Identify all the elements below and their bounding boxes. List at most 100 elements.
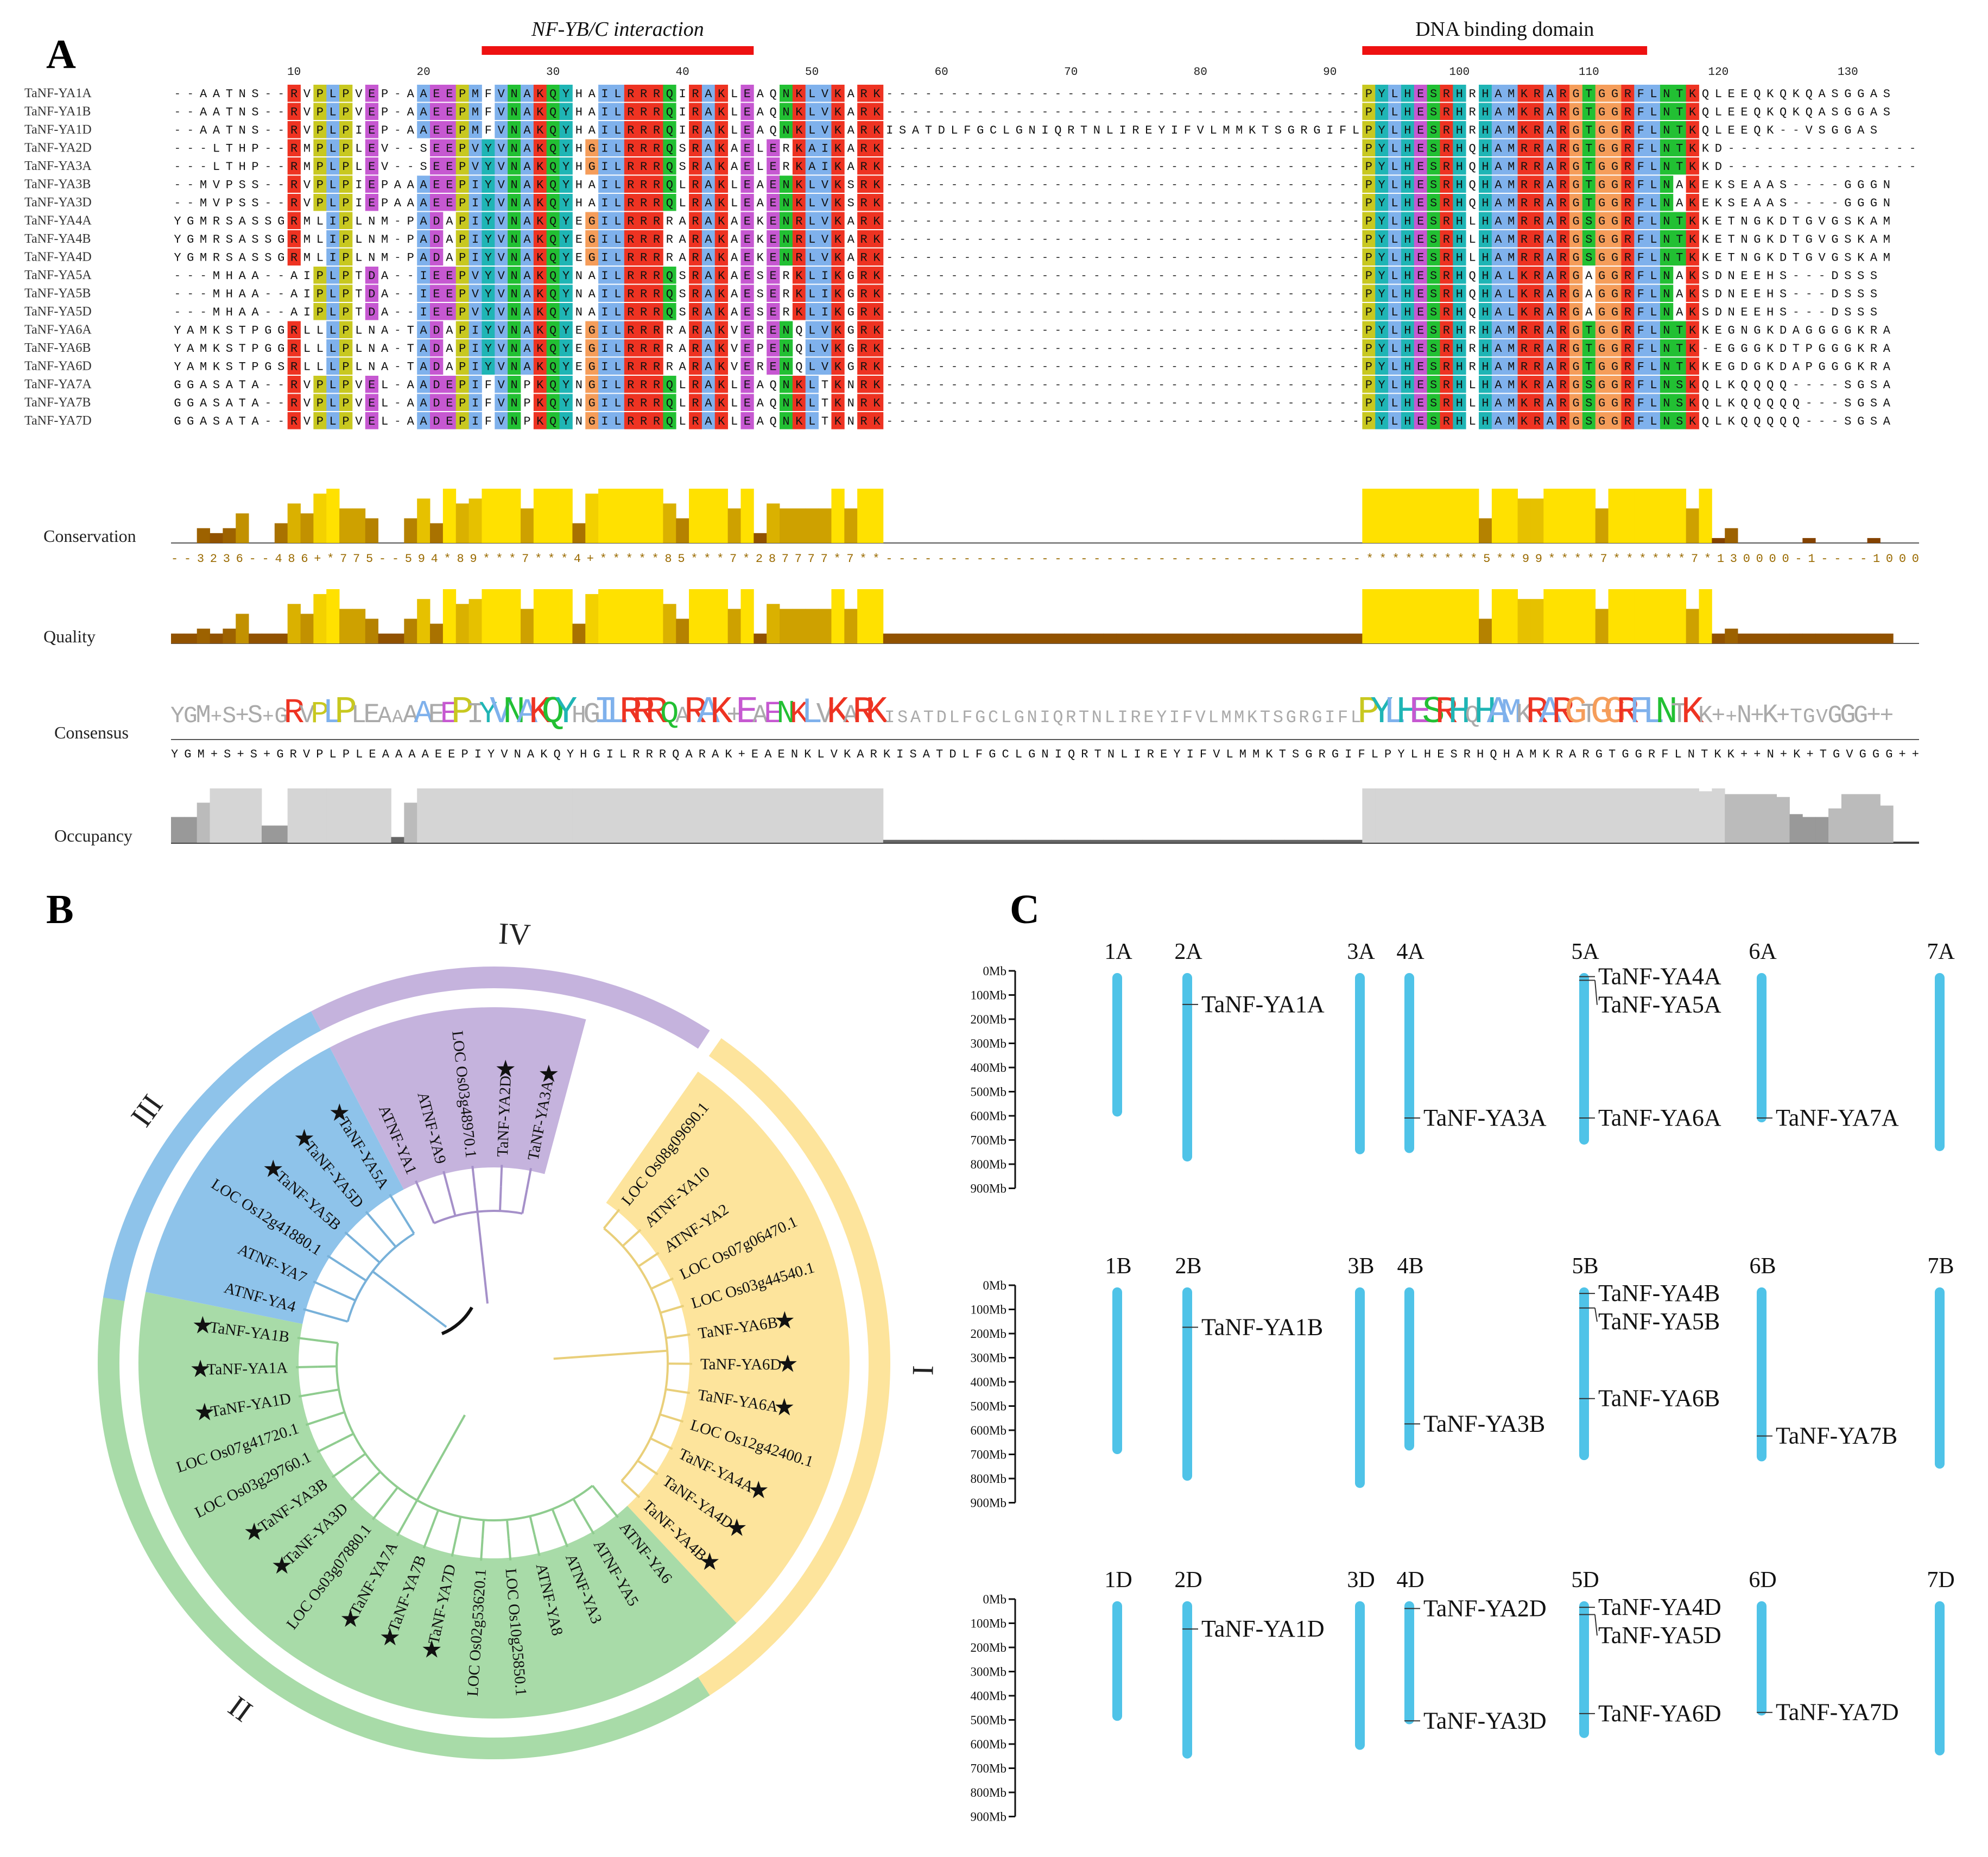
residue-char: L	[731, 197, 738, 210]
gap-char: -	[1119, 324, 1126, 337]
ruler-tick-label: 80	[1194, 66, 1207, 79]
residue-char: S	[679, 306, 686, 319]
residue-char: A	[731, 215, 738, 229]
residue-char: N	[575, 397, 583, 410]
residue-char: A	[588, 197, 596, 210]
residue-char: F	[1637, 415, 1644, 428]
logo-letter: I	[884, 708, 895, 728]
residue-char: K	[873, 288, 881, 301]
residue-char: A	[523, 106, 531, 119]
sequence-name: TaNF-YA5A	[24, 268, 92, 282]
residue-char: Q	[795, 324, 802, 338]
residue-shade	[1530, 103, 1544, 120]
residue-char: A	[1547, 361, 1554, 374]
residue-char: A	[1793, 361, 1800, 374]
residue-shade	[1634, 248, 1648, 266]
residue-shade	[468, 157, 482, 175]
residue-shade	[430, 103, 444, 120]
gap-char: -	[990, 306, 997, 319]
residue-shade	[650, 85, 663, 102]
gap-char: -	[938, 415, 945, 428]
residue-char: Q	[1753, 378, 1761, 392]
gap-char: -	[1119, 197, 1126, 210]
residue-shade	[1375, 194, 1389, 211]
residue-char: S	[1844, 397, 1851, 410]
tip-branch	[331, 1463, 351, 1479]
residue-char: N	[782, 124, 789, 137]
residue-char: R	[860, 124, 867, 137]
residue-char: V	[1819, 251, 1826, 265]
residue-shade	[1401, 212, 1415, 229]
residue-char: R	[1521, 361, 1528, 374]
residue-shade	[1375, 248, 1389, 266]
residue-shade	[442, 157, 457, 175]
sequence-name: TaNF-YA2D	[24, 141, 92, 155]
occupancy-bar	[1232, 839, 1246, 843]
gap-char: -	[187, 142, 194, 155]
residue-char: R	[692, 233, 699, 247]
residue-char: P	[316, 106, 324, 119]
residue-char: P	[342, 215, 349, 229]
residue-shade	[611, 103, 625, 120]
residue-char: R	[627, 215, 634, 229]
residue-shade	[1595, 139, 1609, 156]
occupancy-bar	[1401, 788, 1415, 843]
residue-char: A	[1585, 306, 1593, 319]
gap-char: -	[1145, 142, 1152, 155]
residue-char: Q	[770, 124, 777, 137]
gap-char: -	[964, 197, 971, 210]
residue-char: Y	[1378, 361, 1385, 374]
residue-char: P	[316, 87, 324, 101]
tip-branch	[480, 1539, 484, 1561]
gap-char: -	[1301, 88, 1307, 100]
quality-track-bar	[1181, 633, 1194, 643]
residue-char: K	[834, 87, 842, 101]
gap-char: -	[1029, 397, 1035, 409]
ruler-tick-label: 100	[1449, 66, 1470, 79]
quality-track-bar	[611, 589, 625, 643]
residue-char: E	[575, 215, 583, 229]
residue-char: K	[718, 87, 725, 101]
occupancy-bar	[1880, 805, 1894, 843]
occupancy-bar	[508, 788, 521, 843]
residue-char: M	[1508, 324, 1515, 338]
residue-char: G	[1572, 288, 1579, 301]
residue-char: A	[446, 342, 453, 356]
residue-char: R	[860, 142, 867, 156]
residue-char: E	[1715, 361, 1722, 374]
residue-char: R	[1559, 361, 1566, 374]
residue-char: K	[795, 288, 803, 301]
residue-char: A	[847, 233, 855, 247]
gap-char: -	[1340, 288, 1346, 300]
residue-shade	[792, 194, 806, 211]
residue-char: A	[847, 251, 855, 265]
conservation-track-bar	[611, 489, 625, 543]
residue-char: L	[1650, 142, 1657, 156]
gap-char: -	[1081, 161, 1087, 173]
gene-label: TaNF-YA3D	[1423, 1707, 1547, 1734]
quality-track-bar	[1491, 589, 1505, 643]
residue-char: L	[1650, 269, 1657, 283]
residue-char: K	[1767, 124, 1774, 137]
chromosome-name: 4A	[1396, 939, 1424, 964]
conservation-track-bar	[1725, 528, 1738, 543]
residue-char: I	[679, 87, 686, 101]
residue-shade	[495, 103, 508, 120]
residue-char: L	[213, 160, 220, 174]
residue-char: N	[1029, 124, 1036, 137]
residue-char: A	[588, 87, 596, 101]
residue-shade	[1569, 194, 1583, 211]
occupancy-bar	[1725, 794, 1738, 843]
residue-char: R	[1534, 397, 1541, 410]
residue-char: R	[290, 361, 297, 374]
residue-char: T	[226, 142, 233, 156]
gap-char: -	[1223, 106, 1230, 118]
residue-char: S	[1780, 288, 1787, 301]
occupancy-bar	[365, 788, 379, 843]
gap-char: -	[1055, 415, 1061, 428]
residue-char: R	[1534, 215, 1541, 229]
residue-shade	[417, 230, 430, 248]
conservation-track-bar	[1479, 518, 1492, 543]
residue-shade	[870, 248, 884, 266]
residue-char: K	[718, 233, 725, 247]
